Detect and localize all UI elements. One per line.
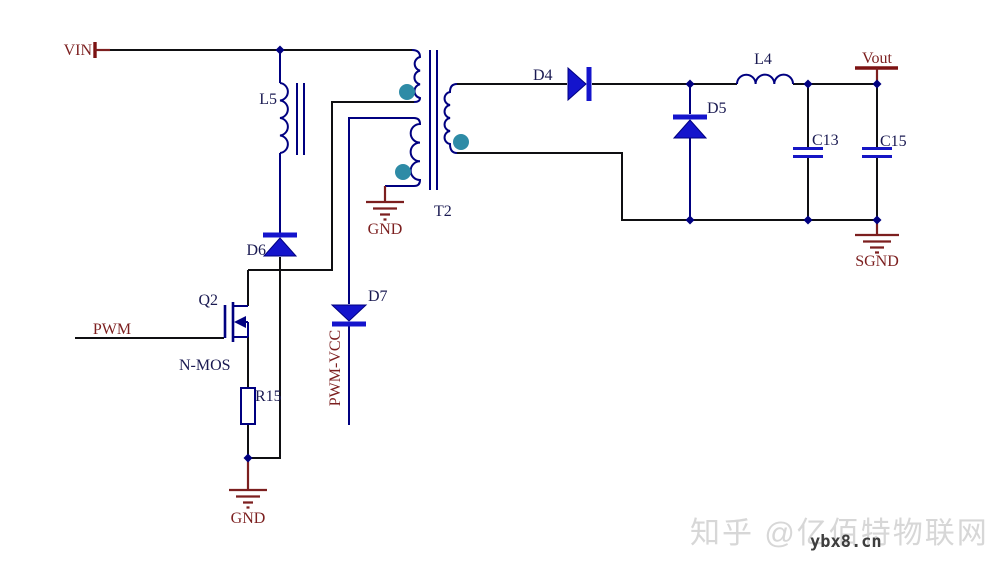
wire-primary-to-drain [248,101,414,271]
c13-label: C13 [812,132,839,149]
l5-winding [279,82,289,154]
q2-type-label: N-MOS [179,357,231,374]
t2-primary-dot [399,84,415,100]
gnd-aux-symbol: GND [366,186,404,238]
d7-triangle [330,304,368,322]
d4-diode: D4 [533,66,592,102]
vout-label: Vout [862,50,892,67]
t2-secondary-winding [443,83,458,154]
watermark: 知乎 @亿佰特物联网 ybx8.cn [690,517,988,552]
pwm-label: PWM [93,321,131,338]
q2-label: Q2 [198,292,218,309]
junction-dot [803,215,813,225]
wires [75,49,878,459]
t2-aux-dot [395,164,411,180]
d5-diode: D5 [672,100,727,139]
junction-dot [275,45,285,55]
r15-label: R15 [255,388,282,405]
r15-resistor: R15 [240,387,282,425]
vin-terminal: VIN [64,42,110,59]
d7-label: D7 [368,288,388,305]
q2-mosfet: Q2 N-MOS [179,292,249,374]
c13-plates [793,147,823,158]
wire-bottom-rail [457,152,877,221]
d7-diode: D7 PWM-VCC [327,288,388,406]
junction-dots [243,45,882,463]
q2-arrow [234,316,246,328]
c15-capacitor: C15 [862,133,907,158]
t2-transformer: T2 [395,49,469,220]
junction-dot [872,215,882,225]
watermark-site: ybx8.cn [810,532,882,552]
l5-inductor: L5 [259,82,305,155]
d4-label: D4 [533,67,553,84]
gnd-source-bars [229,488,267,509]
sgnd-symbol: SGND [855,220,899,270]
l5-label: L5 [259,91,277,108]
t2-primary-winding [411,49,422,103]
gnd-aux-label: GND [368,221,403,238]
sgnd-bars [855,233,899,254]
junction-dot [872,79,882,89]
junction-dot [243,453,253,463]
l4-inductor: L4 [736,51,794,85]
d5-triangle [672,119,708,139]
t2-secondary-dot [453,134,469,150]
r15-body [240,387,256,425]
gnd-aux-bars [366,200,404,221]
l4-label: L4 [754,51,772,68]
c15-plates [862,147,892,158]
t2-core [429,50,438,190]
junction-dot [803,79,813,89]
junction-dot [685,79,695,89]
watermark-brand: 知乎 @亿佰特物联网 [690,517,988,550]
c15-label: C15 [880,133,907,150]
t2-aux-winding [409,117,422,187]
gnd-source-label: GND [231,510,266,527]
wire-d6-gnd [248,257,281,459]
d5-label: D5 [707,100,727,117]
sgnd-label: SGND [855,253,899,270]
c13-capacitor: C13 [793,132,839,158]
vout-terminal: Vout [855,50,898,84]
d6-diode: D6 [246,232,298,259]
junction-dot [685,215,695,225]
vin-label: VIN [64,42,93,59]
wire-aux-d7 [348,117,414,304]
l5-core [296,83,305,155]
l4-winding [736,73,794,85]
pwm-vcc-label: PWM-VCC [327,330,344,406]
t2-label: T2 [434,203,452,220]
d6-triangle [262,237,298,257]
gnd-source-symbol: GND [229,458,267,527]
d6-label: D6 [246,242,266,259]
d4-triangle [567,66,587,102]
